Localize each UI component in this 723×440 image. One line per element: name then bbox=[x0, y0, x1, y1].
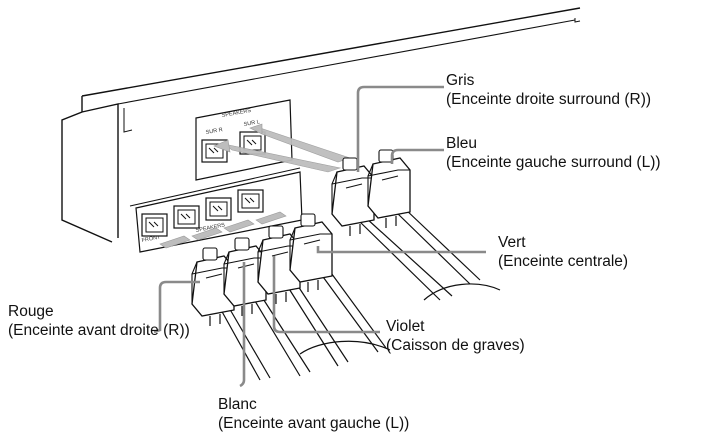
label-gris-color: Gris bbox=[446, 72, 475, 89]
label-rouge: Rouge (Enceinte avant droite (R)) bbox=[8, 302, 190, 340]
receiver-body bbox=[61, 7, 581, 243]
leader-lines bbox=[153, 85, 486, 388]
label-gris: Gris (Enceinte droite surround (R)) bbox=[446, 71, 651, 109]
speaker-cables bbox=[219, 207, 501, 381]
label-rouge-color: Rouge bbox=[8, 303, 54, 320]
label-bleu-desc: (Enceinte gauche surround (L)) bbox=[446, 154, 661, 171]
insertion-arrows bbox=[159, 123, 351, 249]
jack-subwoofer bbox=[205, 197, 232, 221]
label-vert-color: Vert bbox=[498, 234, 526, 251]
label-blanc-color: Blanc bbox=[218, 396, 257, 413]
panel-speakers-header: SPEAKERS bbox=[221, 108, 252, 119]
label-violet: Violet (Caisson de graves) bbox=[386, 317, 525, 355]
panel-speakers-small-label: SPEAKERS bbox=[195, 222, 226, 234]
label-violet-desc: (Caisson de graves) bbox=[386, 337, 525, 354]
label-vert: Vert (Enceinte centrale) bbox=[498, 233, 628, 271]
panel-sur-l-label: SUR L bbox=[243, 119, 260, 128]
label-bleu: Bleu (Enceinte gauche surround (L)) bbox=[446, 134, 661, 172]
label-gris-desc: (Enceinte droite surround (R)) bbox=[446, 91, 652, 108]
label-bleu-color: Bleu bbox=[446, 135, 478, 152]
jack-front-l bbox=[173, 205, 200, 229]
label-vert-desc: (Enceinte centrale) bbox=[498, 253, 629, 270]
label-rouge-desc: (Enceinte avant droite (R)) bbox=[8, 322, 190, 339]
jack-center bbox=[237, 189, 264, 213]
jack-front-r bbox=[141, 213, 168, 237]
label-blanc: Blanc (Enceinte avant gauche (L)) bbox=[218, 395, 409, 433]
label-violet-color: Violet bbox=[386, 318, 425, 335]
panel-front-label: FRONT bbox=[141, 234, 161, 244]
label-blanc-desc: (Enceinte avant gauche (L)) bbox=[218, 415, 410, 432]
panel-sur-r-label: SUR R bbox=[205, 127, 223, 136]
